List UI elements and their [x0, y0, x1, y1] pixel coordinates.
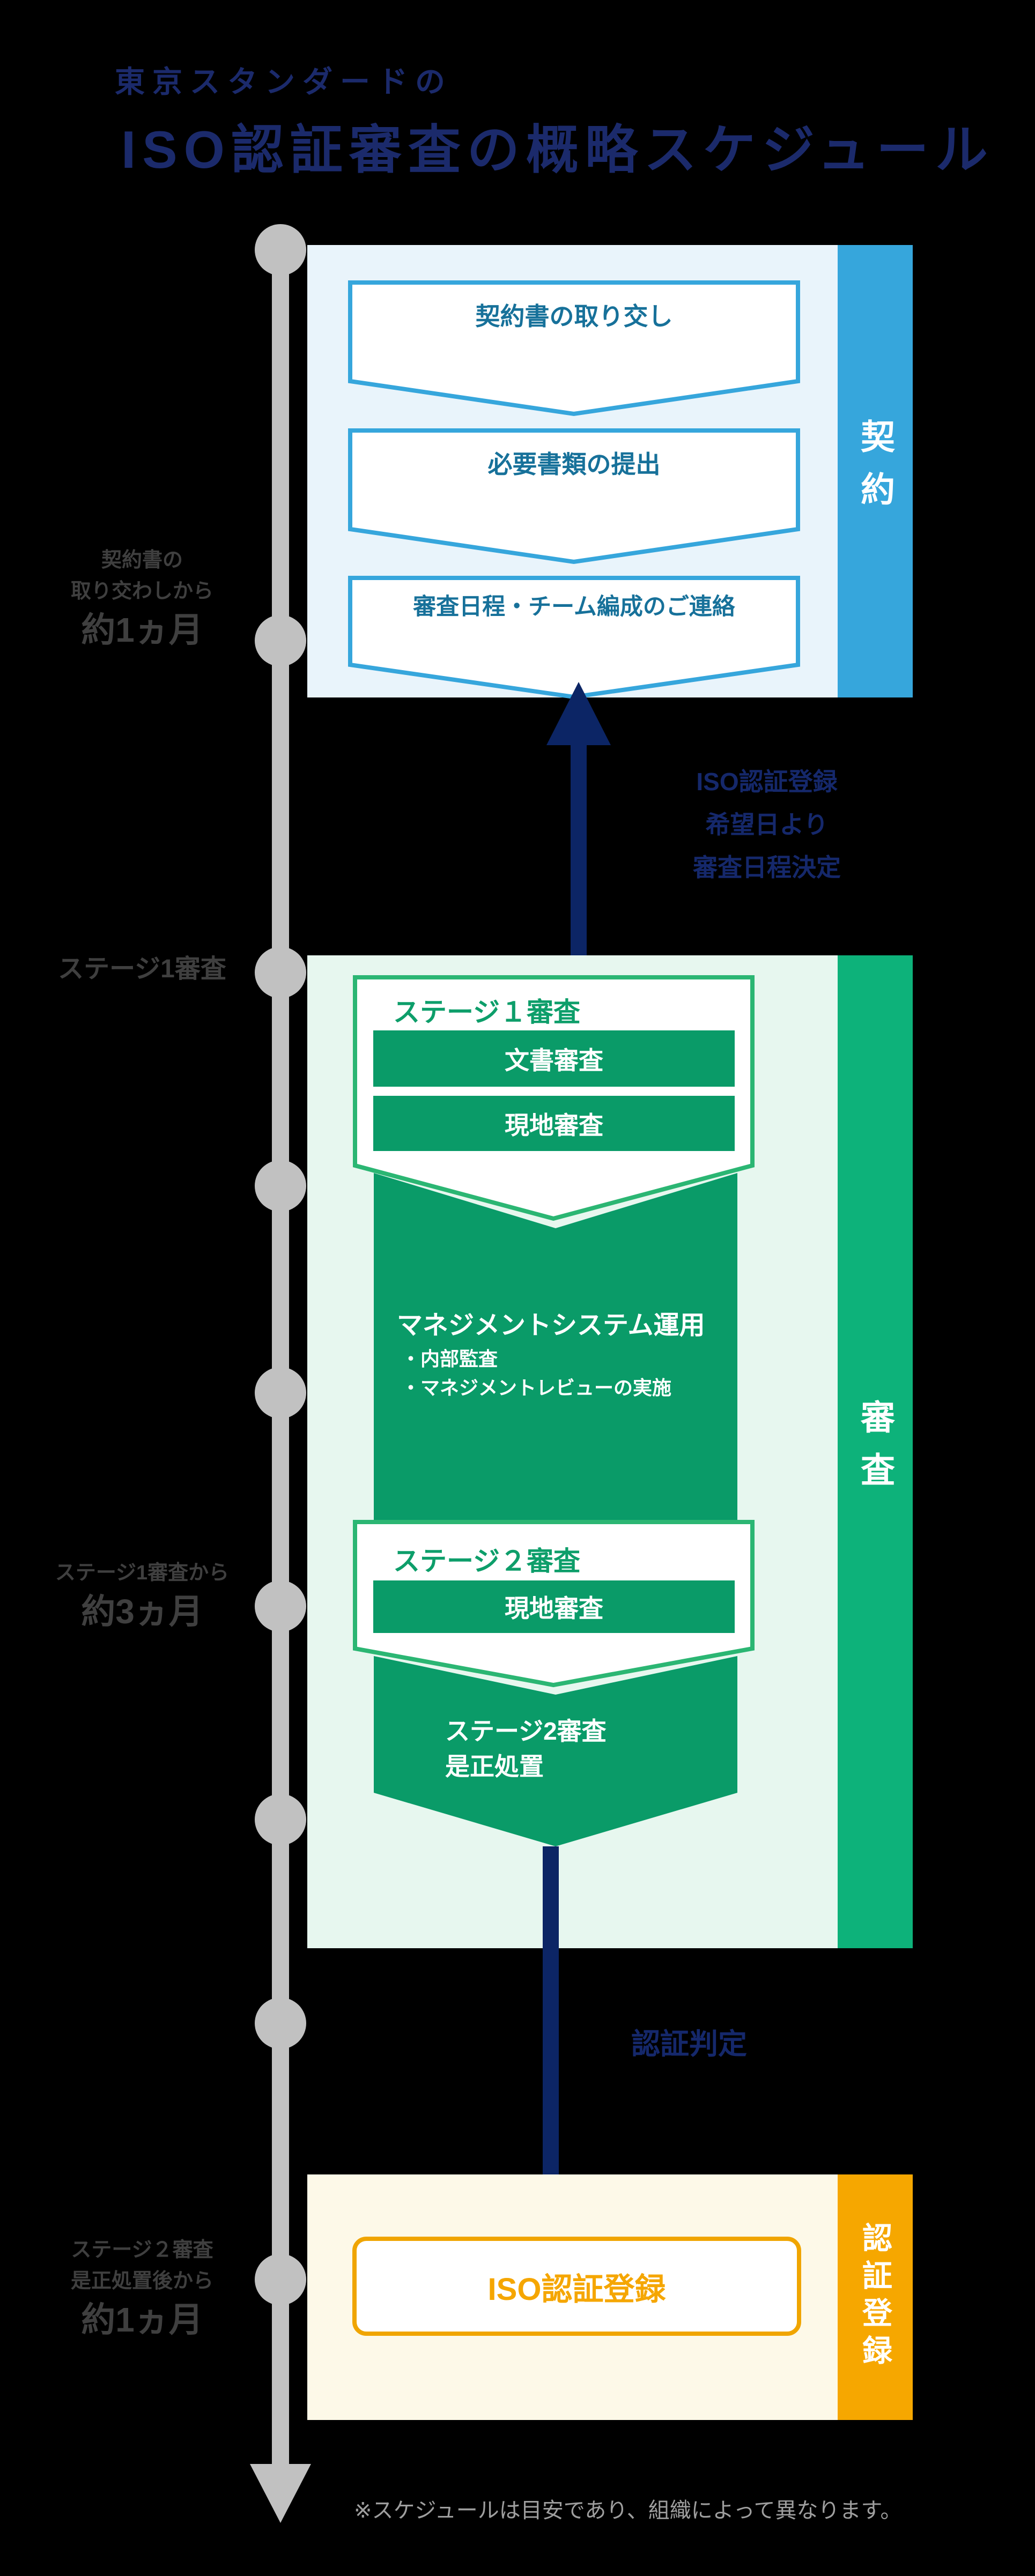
schedule-up-arrow-icon	[546, 682, 611, 977]
schedule-decision-line: 希望日より	[705, 811, 829, 838]
stage1-box-title: ステージ１審査	[393, 997, 580, 1027]
timeline-node	[255, 2254, 306, 2305]
stage1-label: ステージ1審査	[29, 952, 255, 986]
contract-step1-box	[348, 280, 800, 417]
timeline-node	[255, 224, 306, 276]
duration-line: 是正処置後から	[70, 2270, 213, 2292]
duration-line: ステージ２審査	[71, 2239, 213, 2261]
timeline-node	[255, 1580, 306, 1632]
page-subtitle: 東京スタンダードの	[115, 65, 453, 99]
operation-bullet: ・内部監査	[401, 1348, 498, 1370]
schedule-decision-note: ISO認証登録 希望日より 審査日程決定	[660, 760, 874, 889]
timeline-node	[255, 615, 306, 666]
corrective-line: 是正処置	[445, 1753, 544, 1780]
operation-title: マネジメントシステム運用	[397, 1311, 705, 1340]
operation-bullet: ・マネジメントレビューの実施	[401, 1377, 672, 1399]
duration-line: ステージ1審査から	[55, 1562, 230, 1584]
contract-step1-label: 契約書の取り交し	[475, 302, 673, 330]
operation-bullets: ・内部監査 ・マネジメントレビューの実施	[401, 1345, 671, 1402]
duration-line: 契約書の	[101, 549, 183, 571]
timeline-node	[255, 1998, 306, 2049]
duration-value: 約3ヵ月	[81, 1592, 203, 1631]
operation-arrow-shape	[374, 1173, 737, 1584]
duration-line: 取り交わしから	[70, 580, 213, 603]
audit-side-label: 審査	[856, 1399, 894, 1504]
iso-registration-box: ISO認証登録	[352, 2237, 801, 2336]
judgement-down-arrow-icon	[516, 1846, 586, 2214]
corrective-arrow-shape	[374, 1656, 737, 1846]
timeline-node	[255, 1160, 306, 1212]
registration-side-label: 認証登録	[858, 2222, 892, 2372]
schedule-footnote: ※スケジュールは目安であり、組織によって異なります。	[354, 2499, 902, 2522]
contract-step3-box	[348, 576, 800, 700]
stage1-item-site-audit: 現地審査	[373, 1096, 735, 1151]
stage2-box-title: ステージ２審査	[393, 1546, 580, 1576]
stage1-label-text: ステージ1審査	[58, 955, 226, 983]
timeline-line	[272, 250, 289, 2471]
contract-side-label: 契約	[856, 419, 894, 524]
timeline-end-arrow-icon	[250, 2464, 311, 2523]
contract-step2-label: 必要書類の提出	[487, 450, 661, 478]
audit-side-tab: 審査	[838, 955, 913, 1948]
stage1-item-document-audit: 文書審査	[373, 1030, 735, 1087]
duration-label-stage2: ステージ２審査 是正処置後から 約1ヵ月	[29, 2234, 255, 2343]
page-title: ISO認証審査の概略スケジュール	[121, 120, 994, 179]
judgement-label: 認証判定	[631, 2028, 747, 2060]
corrective-action-label: ステージ2審査 是正処置	[445, 1713, 607, 1784]
timeline-node	[255, 1794, 306, 1845]
timeline-node	[255, 1367, 306, 1419]
timeline-node	[255, 947, 306, 998]
duration-value: 約1ヵ月	[81, 2300, 203, 2339]
contract-step2-box	[348, 428, 800, 565]
contract-side-tab: 契約	[838, 245, 913, 697]
duration-label-contract: 契約書の 取り交わしから 約1ヵ月	[29, 545, 255, 653]
registration-side-tab: 認証登録	[838, 2174, 913, 2420]
contract-step3-label: 審査日程・チーム編成のご連絡	[413, 594, 735, 620]
duration-value: 約1ヵ月	[81, 611, 203, 649]
duration-label-stage1: ステージ1審査から 約3ヵ月	[29, 1557, 255, 1635]
schedule-decision-line: 審査日程決定	[693, 853, 841, 881]
schedule-decision-line: ISO認証登録	[696, 768, 838, 796]
stage2-item-site-audit: 現地審査	[373, 1580, 735, 1633]
corrective-line: ステージ2審査	[445, 1717, 607, 1745]
